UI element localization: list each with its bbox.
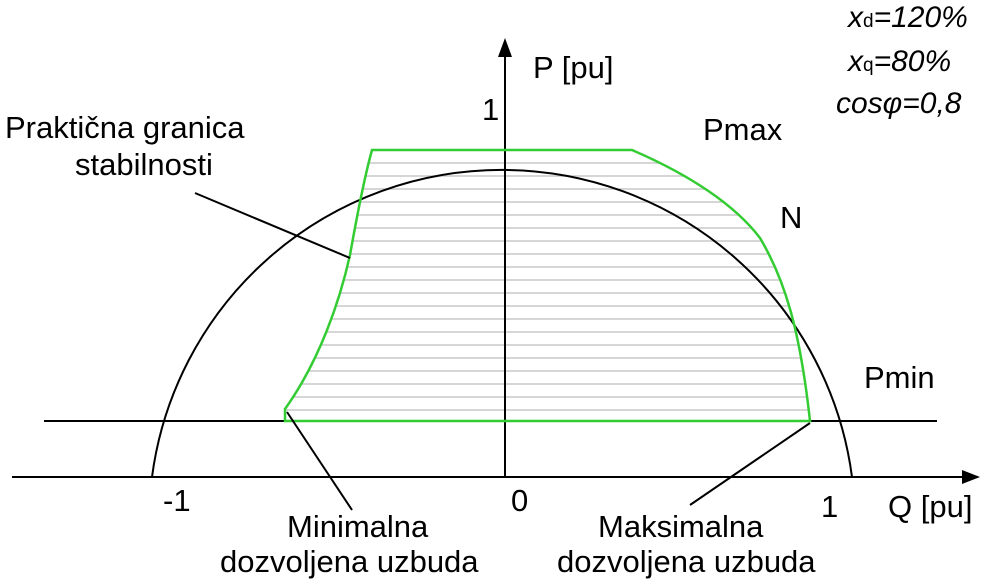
pmin-label: Pmin [864,360,935,395]
stability-leader-line [194,192,351,259]
capability-semicircle [151,169,853,478]
stability-limit-label-line2: stabilnosti [75,147,213,182]
operating-region-outline [283,148,812,423]
max-excitation-label-line1: Maksimalna [598,509,764,544]
x-tick-0: 0 [511,483,528,518]
xq-parameter: xq=80% [846,45,951,78]
max-excitation-leader-line [689,422,811,506]
q-axis-arrow [962,470,980,484]
min-excitation-label-line2: dozvoljena uzbuda [220,544,479,579]
min-excitation-label-line1: Minimalna [287,509,429,544]
q-axis-label: Q [pu] [888,489,972,524]
cosphi-parameter: cosφ=0,8 [836,87,962,120]
max-excitation-label-line2: dozvoljena uzbuda [557,544,816,579]
n-point-label: N [780,200,802,235]
p-axis-label: P [pu] [533,50,613,85]
xd-parameter: xd=120% [846,1,968,34]
min-excitation-leader-line [286,411,353,511]
pmax-label: Pmax [703,112,783,147]
operating-region-hatching [285,162,810,411]
x-tick-1: 1 [821,489,838,524]
y-tick-1: 1 [482,92,499,127]
stability-limit-label-line1: Praktična granica [5,110,245,145]
x-tick-neg1: -1 [163,483,191,518]
p-axis-arrow [498,38,512,57]
